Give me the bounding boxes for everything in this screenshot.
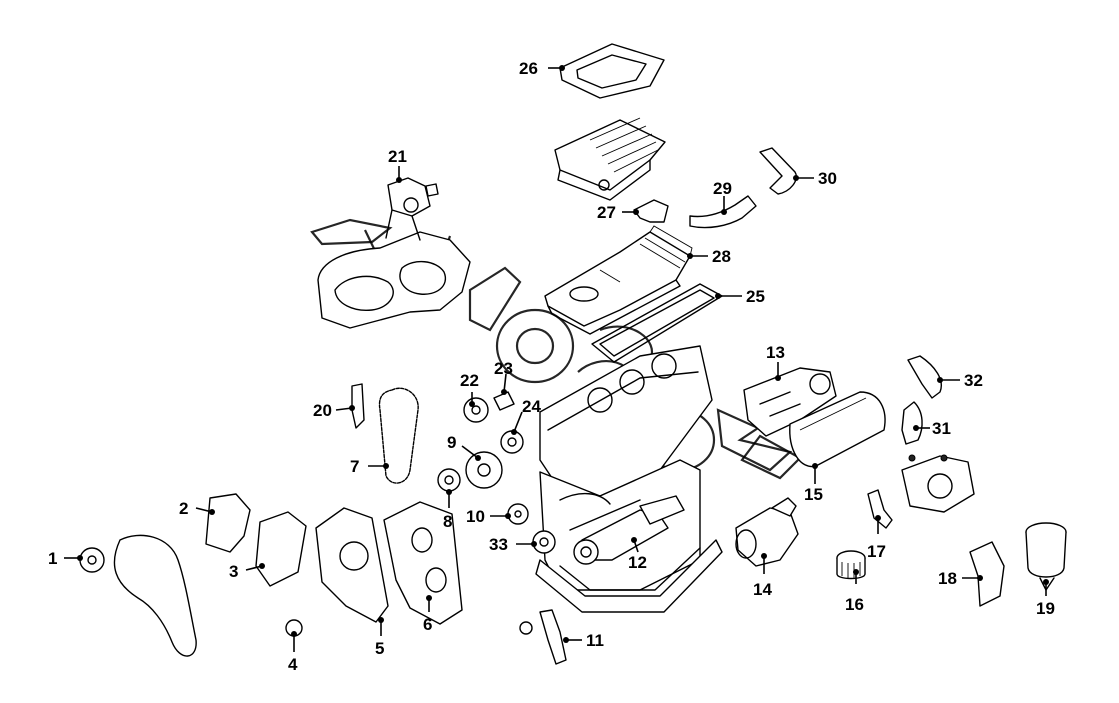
callout-16: 16 xyxy=(845,569,864,614)
callout-23: 23 xyxy=(494,359,513,395)
part-7-timing-belt xyxy=(378,387,419,484)
svg-text:19: 19 xyxy=(1036,599,1055,618)
svg-text:23: 23 xyxy=(494,359,513,378)
callout-29: 29 xyxy=(713,179,732,215)
svg-text:31: 31 xyxy=(932,419,951,438)
part-26-gasket xyxy=(559,43,665,99)
svg-text:18: 18 xyxy=(938,569,957,588)
callout-11: 11 xyxy=(563,631,604,650)
svg-text:20: 20 xyxy=(313,401,332,420)
callout-21: 21 xyxy=(388,147,407,183)
callout-32: 32 xyxy=(937,371,983,390)
callout-12: 12 xyxy=(628,537,647,572)
svg-text:9: 9 xyxy=(447,433,456,452)
svg-text:10: 10 xyxy=(466,507,485,526)
callout-1: 1 xyxy=(48,549,83,568)
callout-31: 31 xyxy=(913,419,951,438)
part-13-exhaust-manifold xyxy=(743,367,837,437)
part-11-pipe xyxy=(519,609,567,665)
callout-2: 2 xyxy=(179,499,215,518)
svg-text:33: 33 xyxy=(489,535,508,554)
callout-33: 33 xyxy=(489,535,537,554)
part-14-pump xyxy=(735,497,799,567)
svg-text:7: 7 xyxy=(350,457,359,476)
svg-text:17: 17 xyxy=(867,542,886,561)
svg-text:3: 3 xyxy=(229,562,238,581)
svg-text:30: 30 xyxy=(818,169,837,188)
svg-text:14: 14 xyxy=(753,580,772,599)
svg-text:11: 11 xyxy=(586,631,604,650)
svg-text:16: 16 xyxy=(845,595,864,614)
part-18-bracket xyxy=(969,541,1005,607)
part-5-6-timing-covers xyxy=(315,501,463,625)
callout-8: 8 xyxy=(443,489,452,531)
svg-text:13: 13 xyxy=(766,343,785,362)
part-intercooler xyxy=(554,117,666,201)
callout-9: 9 xyxy=(447,433,481,461)
part-19-fuel-filter xyxy=(1025,522,1067,591)
callout-3: 3 xyxy=(229,562,265,581)
svg-text:12: 12 xyxy=(628,553,647,572)
callout-5: 5 xyxy=(375,617,384,658)
svg-text:21: 21 xyxy=(388,147,407,166)
part-thermostat-housing xyxy=(901,454,975,513)
callout-30: 30 xyxy=(793,169,837,188)
svg-text:24: 24 xyxy=(522,397,541,416)
callout-27: 27 xyxy=(597,203,639,222)
svg-text:8: 8 xyxy=(443,512,452,531)
svg-text:32: 32 xyxy=(964,371,983,390)
part-1-4-small-parts xyxy=(79,534,303,657)
callout-20: 20 xyxy=(313,401,355,420)
svg-text:22: 22 xyxy=(460,371,479,390)
callout-13: 13 xyxy=(766,343,785,381)
callout-26: 26 xyxy=(519,59,565,78)
callout-25: 25 xyxy=(715,287,765,306)
callout-17: 17 xyxy=(867,515,886,561)
svg-text:25: 25 xyxy=(746,287,765,306)
part-15-heat-shield xyxy=(789,391,886,468)
svg-text:5: 5 xyxy=(375,639,384,658)
callout-15: 15 xyxy=(804,463,823,504)
callout-6: 6 xyxy=(423,595,432,634)
part-16-oil-filter xyxy=(836,550,866,580)
svg-text:15: 15 xyxy=(804,485,823,504)
svg-text:4: 4 xyxy=(288,655,298,674)
part-28-valve-cover xyxy=(544,225,693,335)
part-2-3-brackets xyxy=(205,493,307,587)
callout-14: 14 xyxy=(753,553,772,599)
part-17-31-32-hoses xyxy=(867,355,942,529)
callout-22: 22 xyxy=(460,371,479,407)
callout-7: 7 xyxy=(350,457,389,476)
svg-text:29: 29 xyxy=(713,179,732,198)
part-21-intake-manifold xyxy=(317,177,471,329)
callout-18: 18 xyxy=(938,569,983,588)
callout-28: 28 xyxy=(687,247,731,266)
svg-text:1: 1 xyxy=(48,549,57,568)
callout-10: 10 xyxy=(466,507,511,526)
svg-text:26: 26 xyxy=(519,59,538,78)
svg-text:27: 27 xyxy=(597,203,616,222)
callout-4: 4 xyxy=(288,631,298,674)
svg-text:28: 28 xyxy=(712,247,731,266)
part-pulleys xyxy=(437,391,556,554)
svg-text:6: 6 xyxy=(423,615,432,634)
callout-24: 24 xyxy=(511,397,541,435)
part-12-oil-pump xyxy=(573,495,685,565)
part-engine-block xyxy=(535,345,723,613)
svg-text:2: 2 xyxy=(179,499,188,518)
callout-19: 19 xyxy=(1036,579,1055,618)
